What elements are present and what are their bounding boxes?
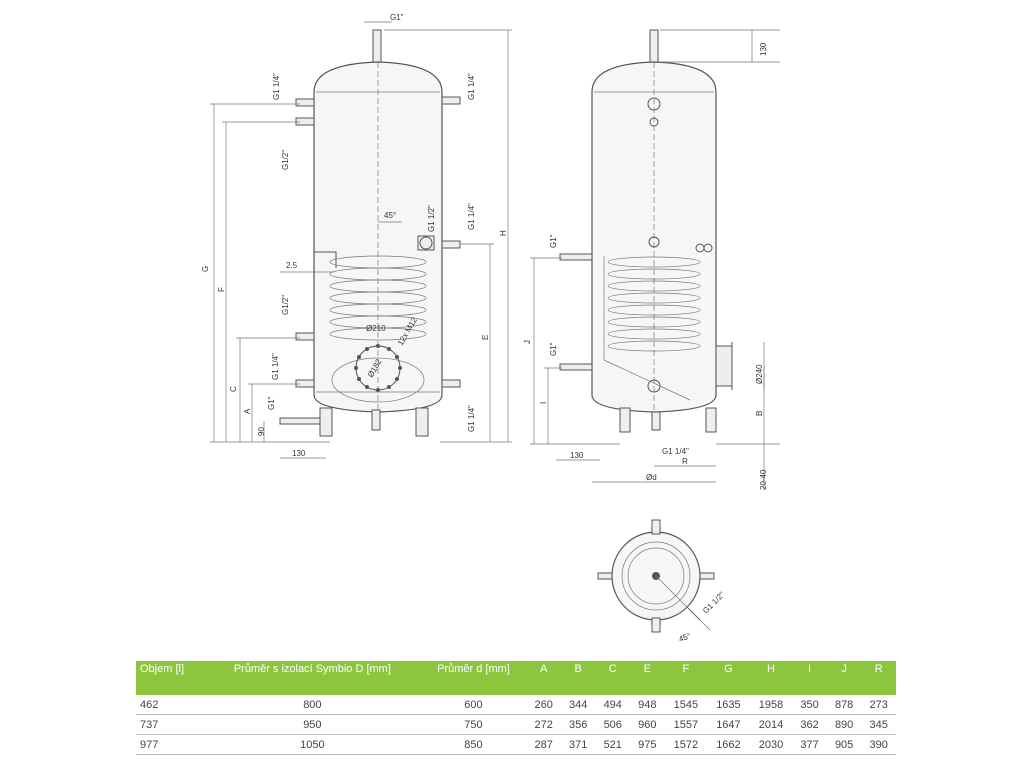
- table-cell: 506: [595, 714, 631, 735]
- header-J: J: [826, 661, 862, 695]
- table-cell: 2030: [749, 734, 793, 755]
- side-g1-lower-label: G1": [549, 342, 558, 356]
- side-dim-J: J: [523, 340, 532, 344]
- side-dim-d: Ød: [646, 473, 657, 482]
- header-diameter-d: Průměr d [mm]: [420, 661, 527, 695]
- table-cell: 377: [792, 734, 827, 755]
- header-insulated-diameter: Průměr s izolací Symbio D [mm]: [204, 661, 421, 695]
- table-cell: 950: [204, 714, 421, 735]
- table-cell: 1572: [664, 734, 708, 755]
- top-angle-label: 45°: [678, 631, 692, 644]
- header-volume: Objem [l]: [136, 661, 205, 695]
- side-dim-I: I: [539, 402, 548, 404]
- table-cell: 371: [560, 734, 596, 755]
- table-cell: 494: [595, 695, 631, 715]
- front-left-bottom-label: G1": [267, 396, 276, 410]
- table-cell: 878: [826, 695, 862, 715]
- front-right-upper-label: G1 1/4": [467, 73, 476, 100]
- table-cell: 1545: [664, 695, 708, 715]
- front-dim-G: G: [201, 266, 210, 272]
- front-view: G1": [201, 13, 512, 459]
- front-left-lower-b-label: G1 1/4": [271, 353, 280, 380]
- table-cell: 975: [630, 734, 665, 755]
- table-cell: 344: [560, 695, 596, 715]
- header-G: G: [707, 661, 750, 695]
- table-cell: 273: [861, 695, 896, 715]
- table-cell: 260: [526, 695, 561, 715]
- header-H: H: [749, 661, 793, 695]
- table-row: 462 800 600 260 344 494 948 1545 1635 19…: [136, 695, 896, 715]
- table-cell: 890: [826, 714, 862, 735]
- table-cell: 390: [861, 734, 896, 755]
- front-upper-left-label: G1 1/4": [272, 73, 281, 100]
- dimensions-table: Objem [l] Průměr s izolací Symbio D [mm]…: [136, 661, 896, 755]
- table-cell: 1958: [749, 695, 793, 715]
- front-right-mid-b-label: G1 1/2": [427, 205, 436, 232]
- front-left-mid-label: G1/2": [281, 150, 290, 170]
- table-cell: 750: [420, 714, 527, 735]
- table-cell: 287: [526, 734, 561, 755]
- header-F: F: [664, 661, 708, 695]
- table-cell: 1557: [664, 714, 708, 735]
- side-g1-upper-label: G1": [549, 234, 558, 248]
- front-gap-label: 2.5: [286, 261, 298, 270]
- front-dim-F: F: [217, 287, 226, 292]
- front-dim-C: C: [229, 386, 238, 392]
- front-dim-A: A: [243, 408, 252, 414]
- side-coil: [607, 256, 701, 352]
- top-view: G1 1/2" 45°: [597, 519, 727, 644]
- side-dim-B: B: [755, 411, 764, 416]
- table-cell: 948: [630, 695, 665, 715]
- front-dim-130: 130: [292, 449, 306, 458]
- table-cell: 1050: [204, 734, 421, 755]
- table-cell: 350: [792, 695, 827, 715]
- table-cell: 1635: [707, 695, 750, 715]
- header-A: A: [526, 661, 561, 695]
- side-dim-130-top: 130: [759, 42, 768, 56]
- header-C: C: [595, 661, 631, 695]
- front-coil-dia-label: Ø210: [366, 324, 386, 333]
- header-R: R: [861, 661, 896, 695]
- table-cell: 1662: [707, 734, 750, 755]
- table-cell: 800: [204, 695, 421, 715]
- table-row: 977 1050 850 287 371 521 975 1572 1662 2…: [136, 734, 896, 755]
- side-g114-label: G1 1/4": [662, 447, 689, 456]
- table-cell: 960: [630, 714, 665, 735]
- table-cell: 2014: [749, 714, 793, 735]
- front-dim-H: H: [499, 230, 508, 236]
- header-I: I: [792, 661, 827, 695]
- front-dim-E: E: [481, 335, 490, 340]
- table-cell: 1647: [707, 714, 750, 735]
- side-view: 130 G1" G1" J I Ø240 B 130 G1 1/4" R Ød …: [523, 29, 780, 490]
- front-top-conn-label: G1": [390, 13, 404, 22]
- table-cell: 272: [526, 714, 561, 735]
- header-E: E: [630, 661, 665, 695]
- table-cell: 521: [595, 734, 631, 755]
- front-left-lower-a-label: G1/2": [281, 295, 290, 315]
- header-B: B: [560, 661, 596, 695]
- table-row: 737 950 750 272 356 506 960 1557 1647 20…: [136, 714, 896, 735]
- side-dim-R: R: [682, 457, 688, 466]
- table-cell: 905: [826, 734, 862, 755]
- front-coil: [329, 255, 427, 341]
- table-cell: 356: [560, 714, 596, 735]
- table-cell: 362: [792, 714, 827, 735]
- table-cell: 977: [136, 734, 205, 755]
- table-cell: 345: [861, 714, 896, 735]
- table-cell: 737: [136, 714, 205, 735]
- table-cell: 462: [136, 695, 205, 715]
- side-dim-240: Ø240: [755, 364, 764, 384]
- front-flange: [331, 344, 425, 403]
- table-cell: 600: [420, 695, 527, 715]
- technical-drawing: G1": [201, 13, 780, 644]
- top-conn-label: G1 1/2": [701, 590, 726, 615]
- front-right-bottom-label: G1 1/4": [467, 405, 476, 432]
- front-right-mid-a-label: G1 1/4": [467, 203, 476, 230]
- front-angle-label: 45°: [384, 211, 396, 220]
- side-dim-130-bottom: 130: [570, 451, 584, 460]
- table-header-row: Objem [l] Průměr s izolací Symbio D [mm]…: [136, 661, 896, 695]
- front-dim-90: 90: [257, 427, 266, 436]
- side-dim-2040: 20-40: [759, 469, 768, 490]
- table-cell: 850: [420, 734, 527, 755]
